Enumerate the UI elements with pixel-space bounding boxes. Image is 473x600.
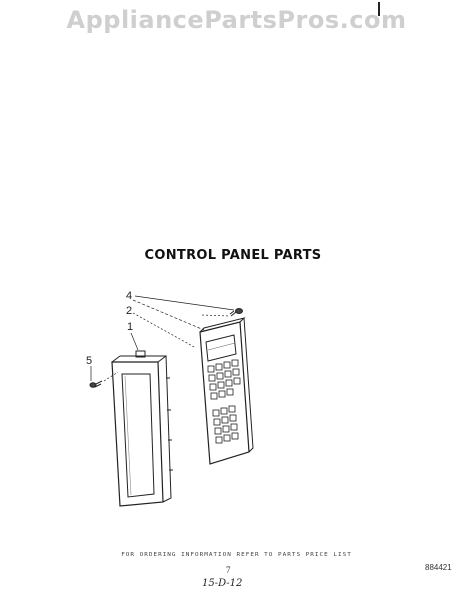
page-number: 7: [226, 565, 231, 575]
part-5-screw[interactable]: [89, 380, 103, 388]
watermark-text: AppliancePartsPros.com: [66, 6, 407, 34]
leader-lines: [90, 295, 235, 382]
edge-mark: [378, 2, 380, 16]
diagram-number: 884421: [425, 563, 452, 572]
ordering-note: FOR ORDERING INFORMATION REFER TO PARTS …: [121, 551, 352, 558]
callout-1: 1: [127, 321, 133, 333]
part-4-screw[interactable]: [229, 308, 243, 317]
callout-4: 4: [126, 290, 132, 302]
callout-2: 2: [126, 305, 132, 317]
handwritten-note: 15-D-12: [202, 578, 243, 589]
part-1-control-panel-frame[interactable]: [111, 350, 173, 507]
diagram-title: CONTROL PANEL PARTS: [144, 248, 322, 263]
part-2-touch-panel[interactable]: [199, 317, 254, 465]
callout-5: 5: [86, 355, 92, 367]
